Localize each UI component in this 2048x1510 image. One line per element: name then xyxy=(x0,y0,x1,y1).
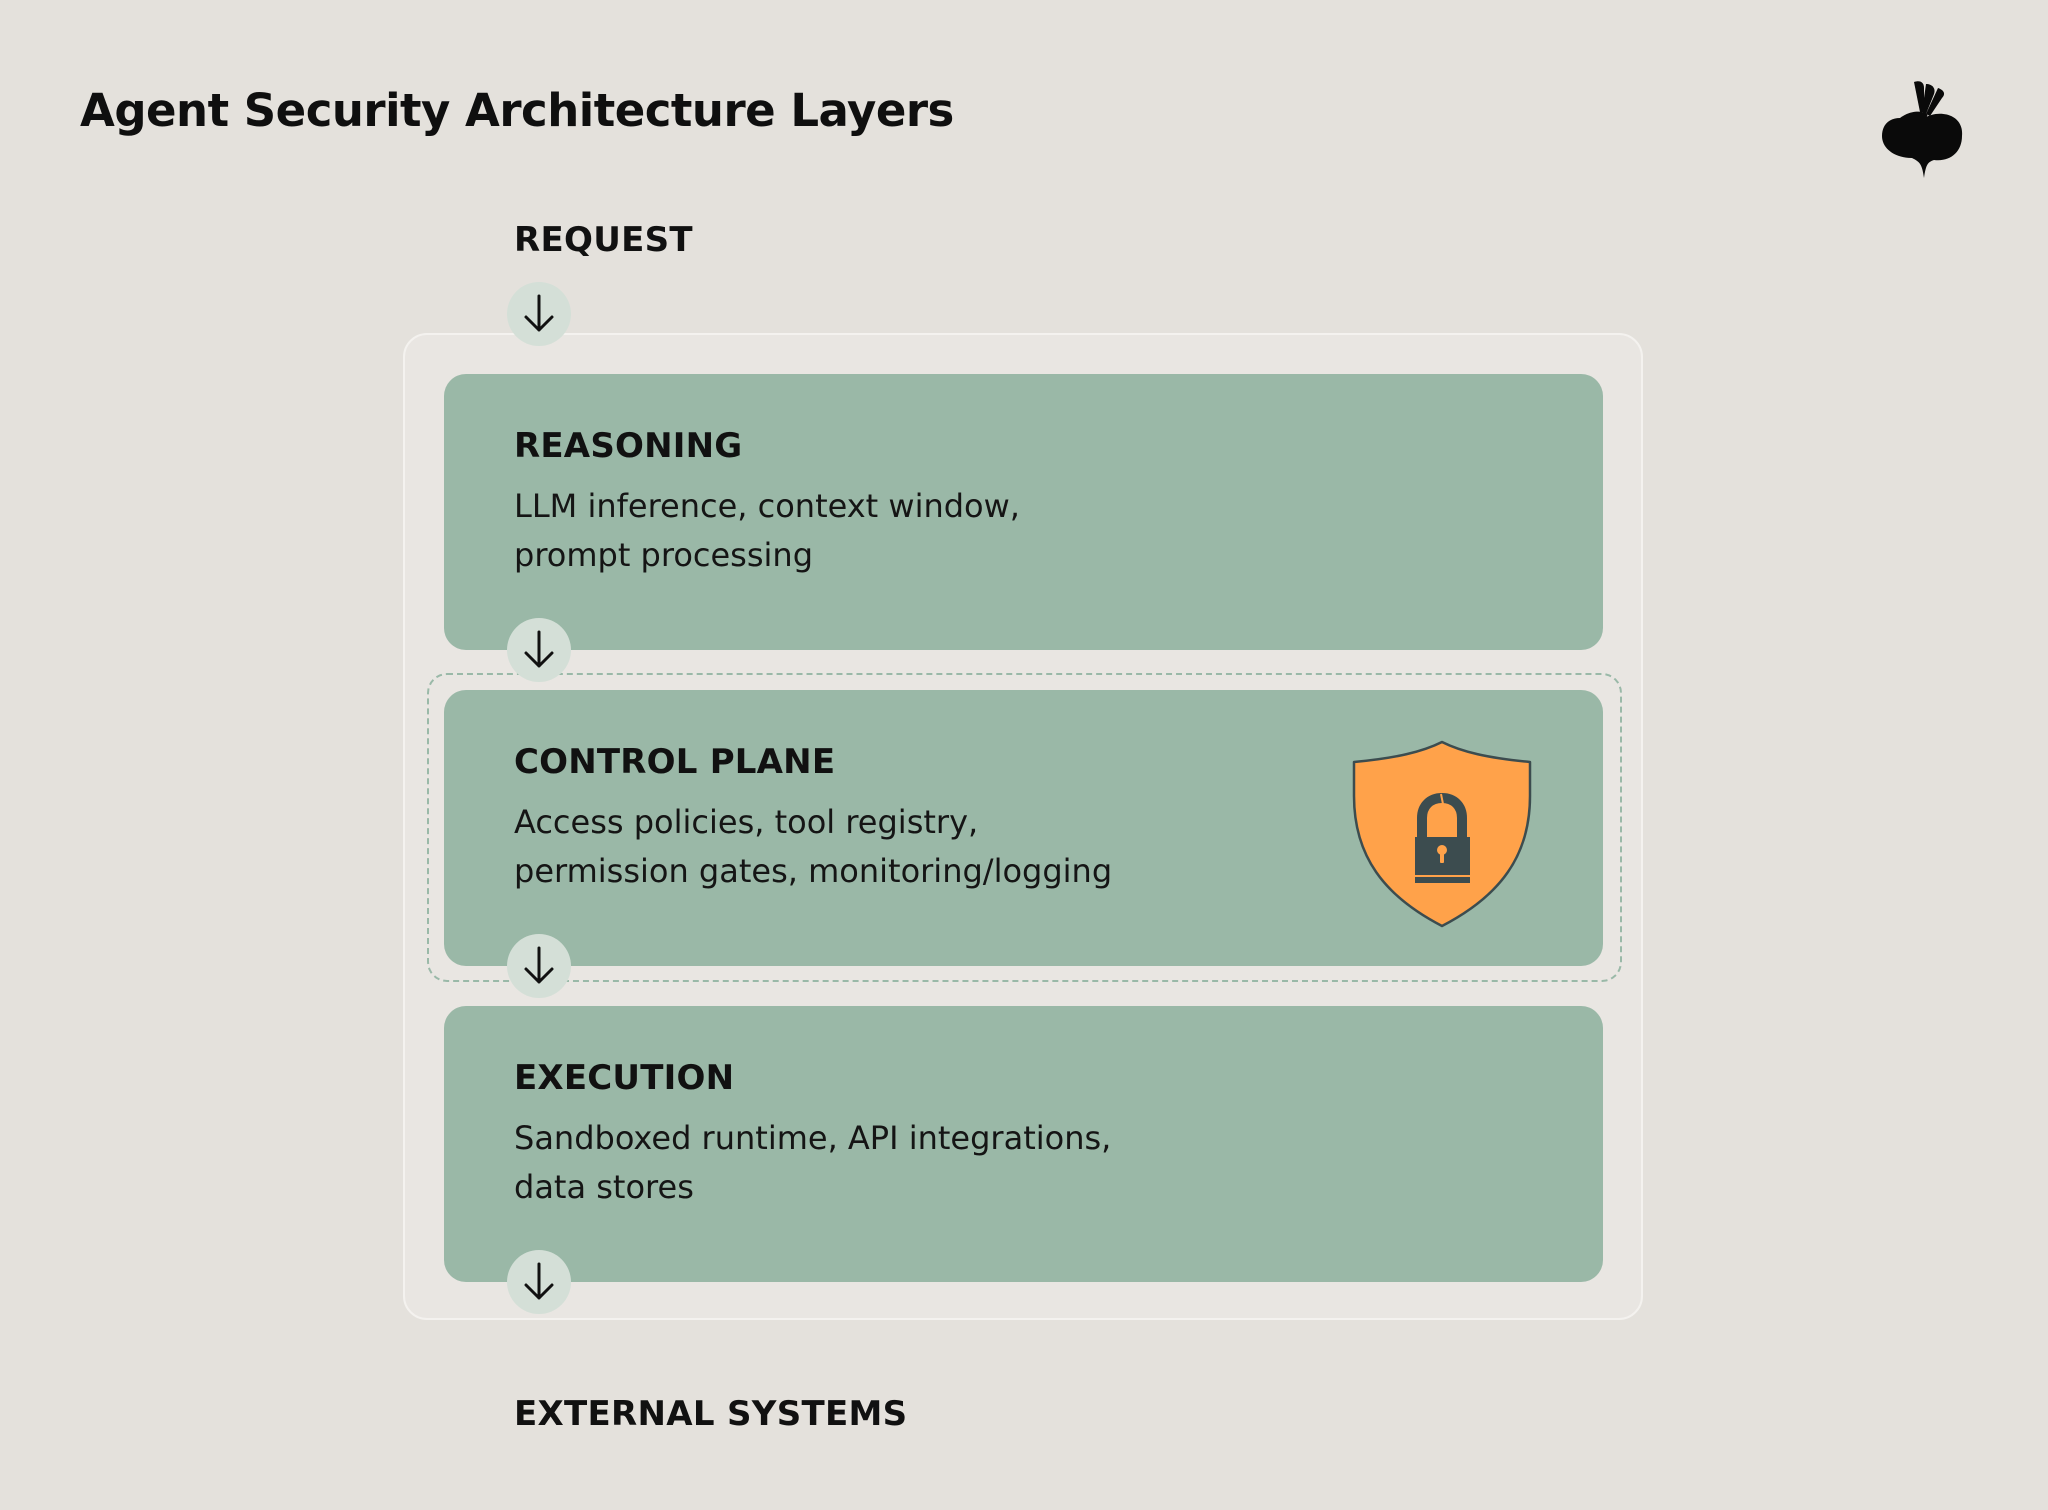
layer-control-plane: CONTROL PLANE Access policies, tool regi… xyxy=(444,690,1603,966)
request-label: REQUEST xyxy=(514,220,693,260)
layer-title: CONTROL PLANE xyxy=(514,742,836,782)
arrow-down-icon xyxy=(507,934,571,998)
arrow-down-icon xyxy=(507,618,571,682)
arrow-down-icon xyxy=(507,282,571,346)
layer-description: LLM inference, context window, prompt pr… xyxy=(514,482,1020,580)
layer-execution: EXECUTION Sandboxed runtime, API integra… xyxy=(444,1006,1603,1282)
layer-title: REASONING xyxy=(514,426,743,466)
layer-description: Sandboxed runtime, API integrations, dat… xyxy=(514,1114,1111,1212)
control-plane-boundary xyxy=(427,673,1622,982)
layer-title: EXECUTION xyxy=(514,1058,735,1098)
page-title: Agent Security Architecture Layers xyxy=(80,84,954,137)
description-line: LLM inference, context window, xyxy=(514,487,1020,525)
external-systems-label: EXTERNAL SYSTEMS xyxy=(514,1394,908,1434)
description-line: prompt processing xyxy=(514,536,813,574)
description-line: permission gates, monitoring/logging xyxy=(514,852,1113,890)
description-line: Sandboxed runtime, API integrations, xyxy=(514,1119,1112,1157)
shield-lock-icon xyxy=(1352,740,1532,928)
arrow-down-icon xyxy=(507,1250,571,1314)
layer-reasoning: REASONING LLM inference, context window,… xyxy=(444,374,1603,650)
layer-description: Access policies, tool registry, permissi… xyxy=(514,798,1112,896)
description-line: data stores xyxy=(514,1168,694,1206)
beet-logo-icon xyxy=(1882,81,1963,178)
description-line: Access policies, tool registry, xyxy=(514,803,979,841)
